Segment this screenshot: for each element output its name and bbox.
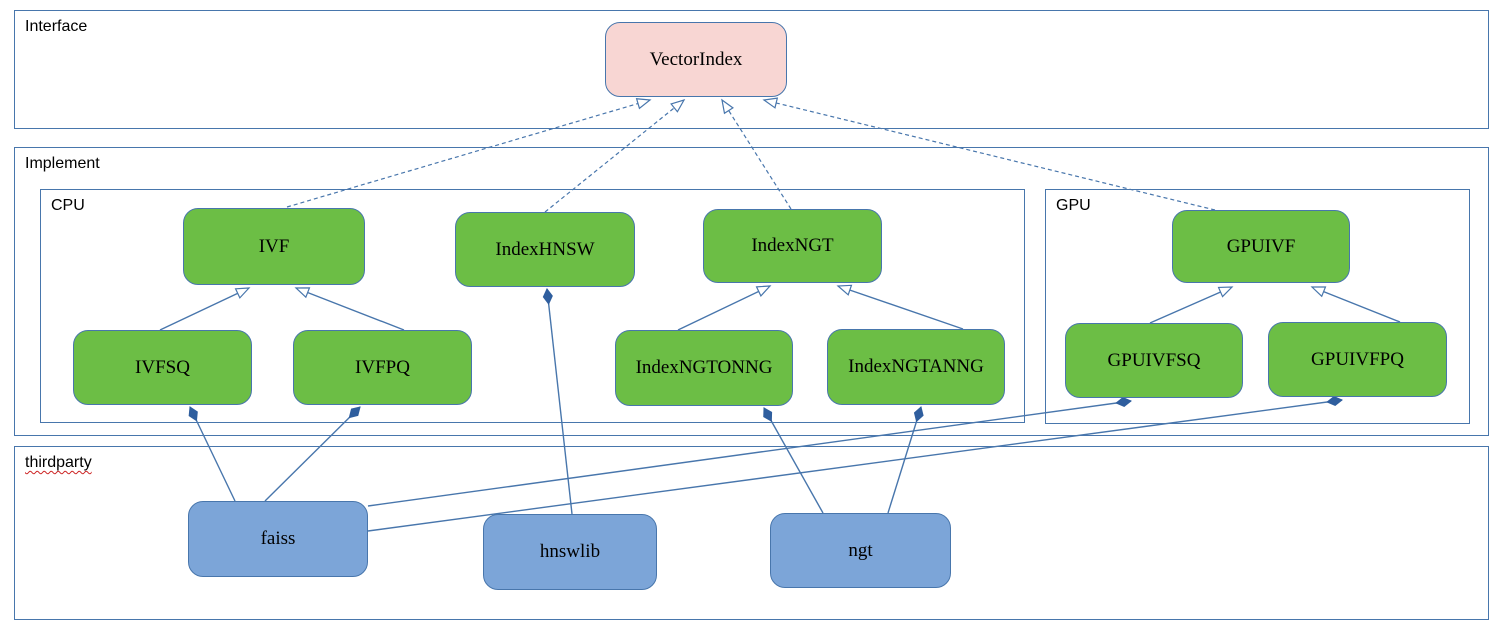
- node-hnswlib: hnswlib: [483, 514, 657, 590]
- implement-label: Implement: [25, 155, 100, 172]
- node-ngt-label: ngt: [848, 539, 873, 561]
- node-gpuivfpq-label: GPUIVFPQ: [1311, 348, 1404, 370]
- cpu-label: CPU: [51, 197, 85, 214]
- node-faiss: faiss: [188, 501, 368, 577]
- edge-indexhnsw-to-vectorindex: [544, 100, 684, 213]
- node-ivf: IVF: [183, 208, 365, 285]
- gpu-container: GPU: [1045, 189, 1470, 424]
- node-ivfpq: IVFPQ: [293, 330, 472, 405]
- node-hnswlib-label: hnswlib: [539, 541, 601, 562]
- node-indexngtonng-label: IndexNGTONNG: [635, 357, 773, 378]
- node-indexngt: IndexNGT: [703, 209, 882, 283]
- node-gpuivfpq: GPUIVFPQ: [1268, 322, 1447, 397]
- cpu-container: CPU: [40, 189, 1025, 423]
- edge-gpuivfpq-to-gpuivf: [1312, 286, 1401, 323]
- edge-faiss-to-ivfsq: [188, 406, 236, 502]
- edge-ivf-to-vectorindex: [286, 100, 650, 208]
- node-indexngtanng-label: IndexNGTANNG: [848, 356, 984, 377]
- edge-ivfpq-to-ivf: [296, 288, 405, 331]
- edge-indexngtanng-to-indexngt: [838, 286, 964, 330]
- interface-label: Interface: [25, 18, 88, 35]
- node-indexhnsw: IndexHNSW: [455, 212, 635, 287]
- node-ivfpq-label: IVFPQ: [355, 356, 410, 378]
- thirdparty-container: thirdparty: [14, 446, 1489, 620]
- node-vectorindex: VectorIndex: [605, 22, 787, 97]
- node-gpuivf-label: GPUIVF: [1226, 235, 1296, 257]
- thirdparty-label: thirdparty: [25, 454, 92, 471]
- edge-ngt-to-indexngtanng: [887, 406, 924, 514]
- edge-gpuivfsq-to-gpuivf: [1149, 287, 1232, 324]
- edge-faiss-to-gpuivfsq: [367, 396, 1132, 507]
- edge-indexngt-to-vectorindex: [722, 100, 792, 210]
- edge-ngt-to-indexngtonng: [763, 407, 824, 514]
- node-ngt: ngt: [770, 513, 951, 588]
- node-indexhnsw-label: IndexHNSW: [495, 238, 595, 260]
- gpu-label: GPU: [1056, 197, 1091, 214]
- node-faiss-label: faiss: [260, 528, 296, 549]
- edge-hnswlib-to-indexhnsw: [542, 288, 573, 515]
- node-gpuivfsq-label: GPUIVFSQ: [1107, 349, 1201, 371]
- node-indexngtonng: IndexNGTONNG: [615, 330, 793, 406]
- edge-faiss-to-ivfpq: [264, 406, 361, 502]
- node-gpuivf: GPUIVF: [1172, 210, 1350, 283]
- edge-ivfsq-to-ivf: [159, 288, 249, 331]
- interface-container: Interface: [14, 10, 1489, 129]
- node-indexngt-label: IndexNGT: [751, 235, 834, 256]
- node-vectorindex-label: VectorIndex: [649, 48, 743, 70]
- node-gpuivfsq: GPUIVFSQ: [1065, 323, 1243, 398]
- edge-gpuivf-to-vectorindex: [764, 100, 1216, 211]
- node-indexngtanng: IndexNGTANNG: [827, 329, 1005, 405]
- node-ivf-label: IVF: [258, 235, 290, 257]
- edge-indexngtonng-to-indexngt: [677, 286, 770, 331]
- node-ivfsq-label: IVFSQ: [135, 356, 190, 378]
- node-ivfsq: IVFSQ: [73, 330, 252, 405]
- edge-faiss-to-gpuivfpq: [367, 395, 1343, 532]
